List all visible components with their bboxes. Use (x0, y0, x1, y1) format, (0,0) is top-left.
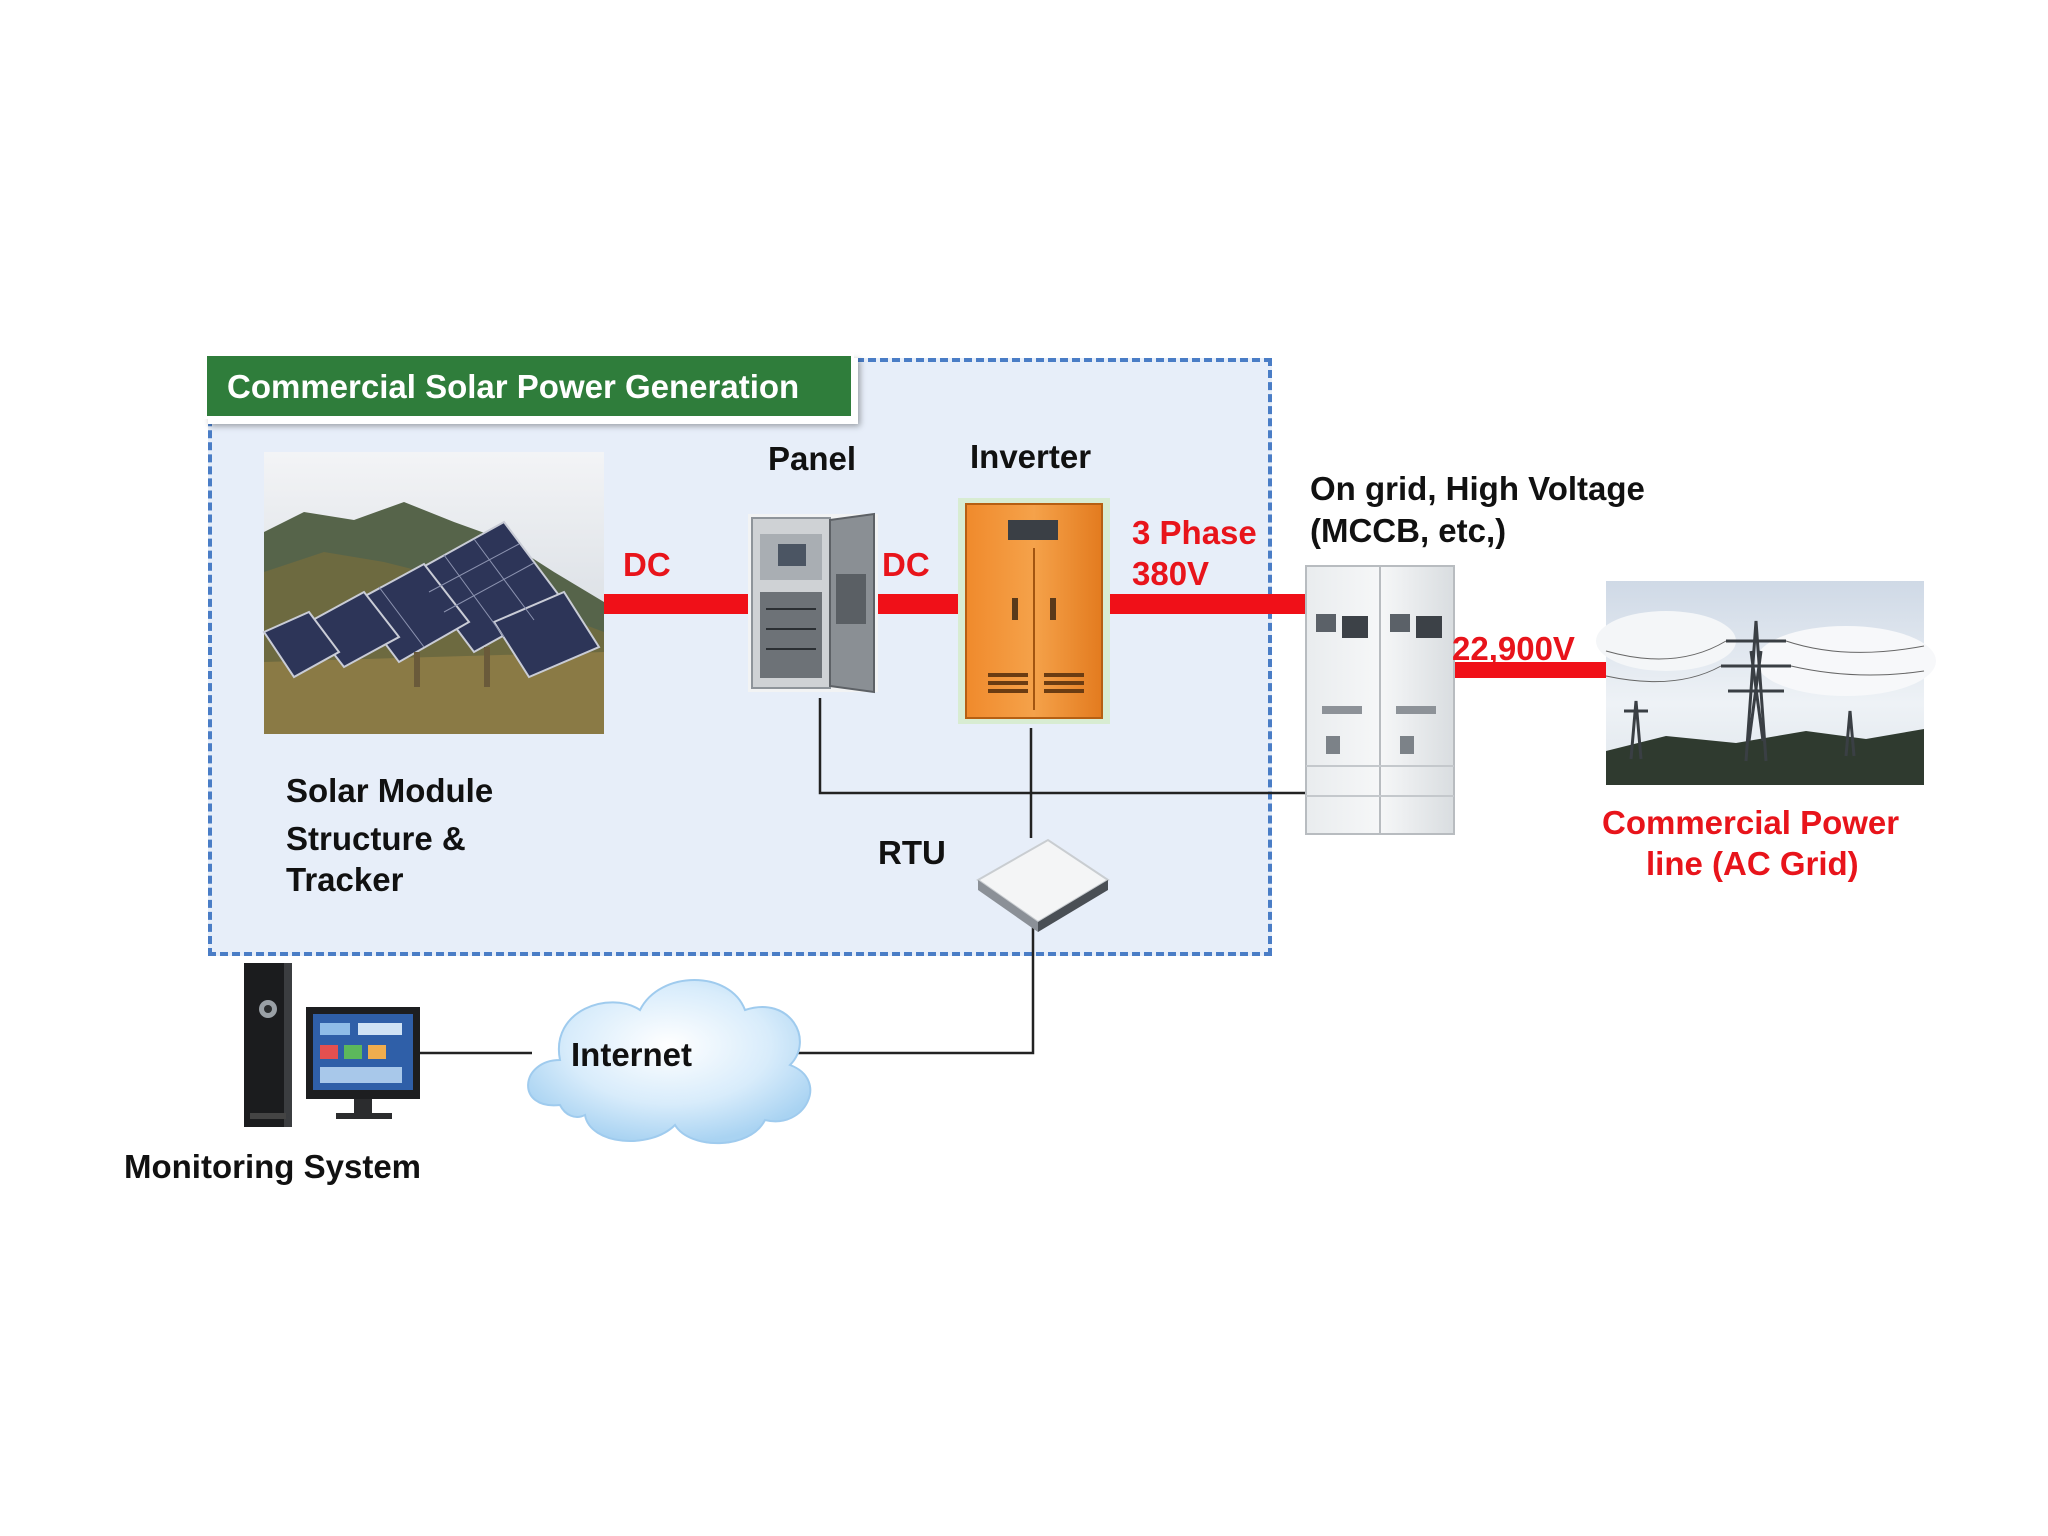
solar-module-label-line3: Tracker (286, 861, 404, 898)
dc-label-2: DC (882, 546, 930, 583)
system-title-banner: Commercial Solar Power Generation (204, 353, 854, 419)
power-line-label-line1: Commercial Power (1602, 804, 1900, 841)
dc-label-1: DC (623, 546, 671, 583)
rtu-to-internet-line (742, 922, 1035, 1055)
ac-voltage-label: 380V (1132, 555, 1210, 592)
power-tower-image (1596, 581, 1936, 785)
panel-to-switch-line (818, 698, 1310, 795)
dc-line-1 (603, 594, 749, 614)
system-title: Commercial Solar Power Generation (227, 368, 800, 405)
inverter-label: Inverter (970, 438, 1092, 475)
ac-380v-line (1110, 594, 1320, 614)
grid-switch-label-line2: (MCCB, etc,) (1310, 512, 1507, 549)
inverter-image (958, 498, 1110, 724)
switchgear-image (1305, 565, 1455, 835)
ac-phase-label: 3 Phase (1132, 514, 1257, 551)
panel-label: Panel (768, 440, 857, 477)
solar-module-label-line1: Solar Module (286, 772, 494, 809)
internet-label: Internet (571, 1036, 693, 1073)
internet-cloud-image (527, 979, 812, 1145)
monitoring-system-label: Monitoring System (124, 1148, 422, 1185)
solar-module-label-line2: Structure & (286, 820, 466, 857)
panel-cabinet-image (748, 512, 878, 694)
rtu-label: RTU (878, 834, 946, 871)
hv-22900v-line (1440, 662, 1606, 678)
monitoring-computer-image (244, 963, 420, 1127)
power-lines (603, 594, 1606, 678)
grid-switch-label-line1: On grid, High Voltage (1310, 470, 1645, 507)
dc-line-2 (876, 594, 958, 614)
solar-module-image (262, 452, 604, 734)
control-lines (418, 698, 1310, 1055)
rtu-device-image (976, 838, 1110, 932)
hv-voltage-label: 22,900V (1452, 630, 1575, 667)
power-line-label-line2: line (AC Grid) (1646, 845, 1859, 882)
